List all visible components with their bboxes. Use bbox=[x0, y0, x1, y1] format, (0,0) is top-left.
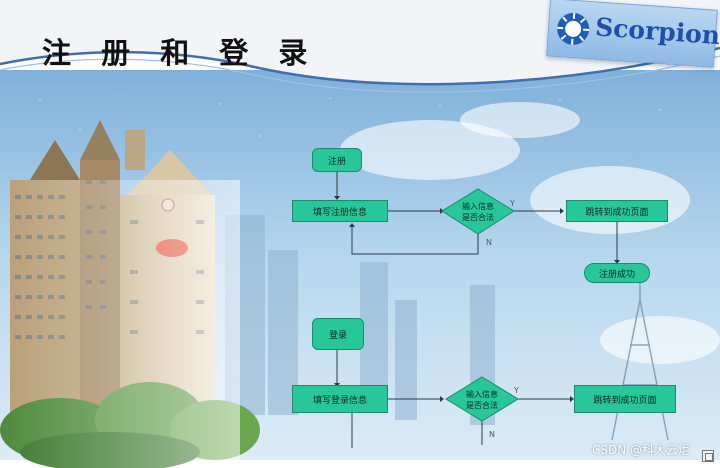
register-start-node: 注册 bbox=[312, 148, 362, 172]
watermark: CSDN @科大云炬 bbox=[591, 443, 690, 457]
login-decision-diamond bbox=[445, 376, 519, 422]
login-decision-line-1: 输入信息 bbox=[466, 390, 498, 399]
scorpion-logo-icon bbox=[557, 12, 590, 45]
slide-title: 注 册 和 登 录 bbox=[42, 36, 318, 70]
register-decision-text: 输入信息 是否合法 bbox=[448, 201, 508, 223]
login-decision-line-2: 是否合法 bbox=[466, 401, 498, 410]
login-decision-text: 输入信息 是否合法 bbox=[452, 389, 512, 411]
login-fill-node: 填写登录信息 bbox=[292, 385, 388, 413]
slide-view-icon[interactable] bbox=[702, 450, 714, 462]
register-decision-diamond bbox=[441, 188, 515, 235]
register-decision-line-2: 是否合法 bbox=[462, 213, 494, 222]
login-success-page-node: 跳转到成功页面 bbox=[574, 385, 676, 413]
register-end-node: 注册成功 bbox=[584, 263, 650, 283]
register-no-label: N bbox=[486, 238, 492, 247]
brand-name: Scorpion bbox=[594, 12, 720, 51]
register-yes-label: Y bbox=[510, 199, 515, 208]
scorpion-logo: Scorpion bbox=[546, 0, 720, 68]
login-yes-label: Y bbox=[514, 386, 519, 395]
register-fill-node: 填写注册信息 bbox=[292, 200, 388, 222]
register-success-page-node: 跳转到成功页面 bbox=[566, 200, 668, 222]
login-no-label: N bbox=[489, 430, 495, 439]
register-decision-line-1: 输入信息 bbox=[462, 202, 494, 211]
login-start-node: 登录 bbox=[312, 318, 364, 350]
